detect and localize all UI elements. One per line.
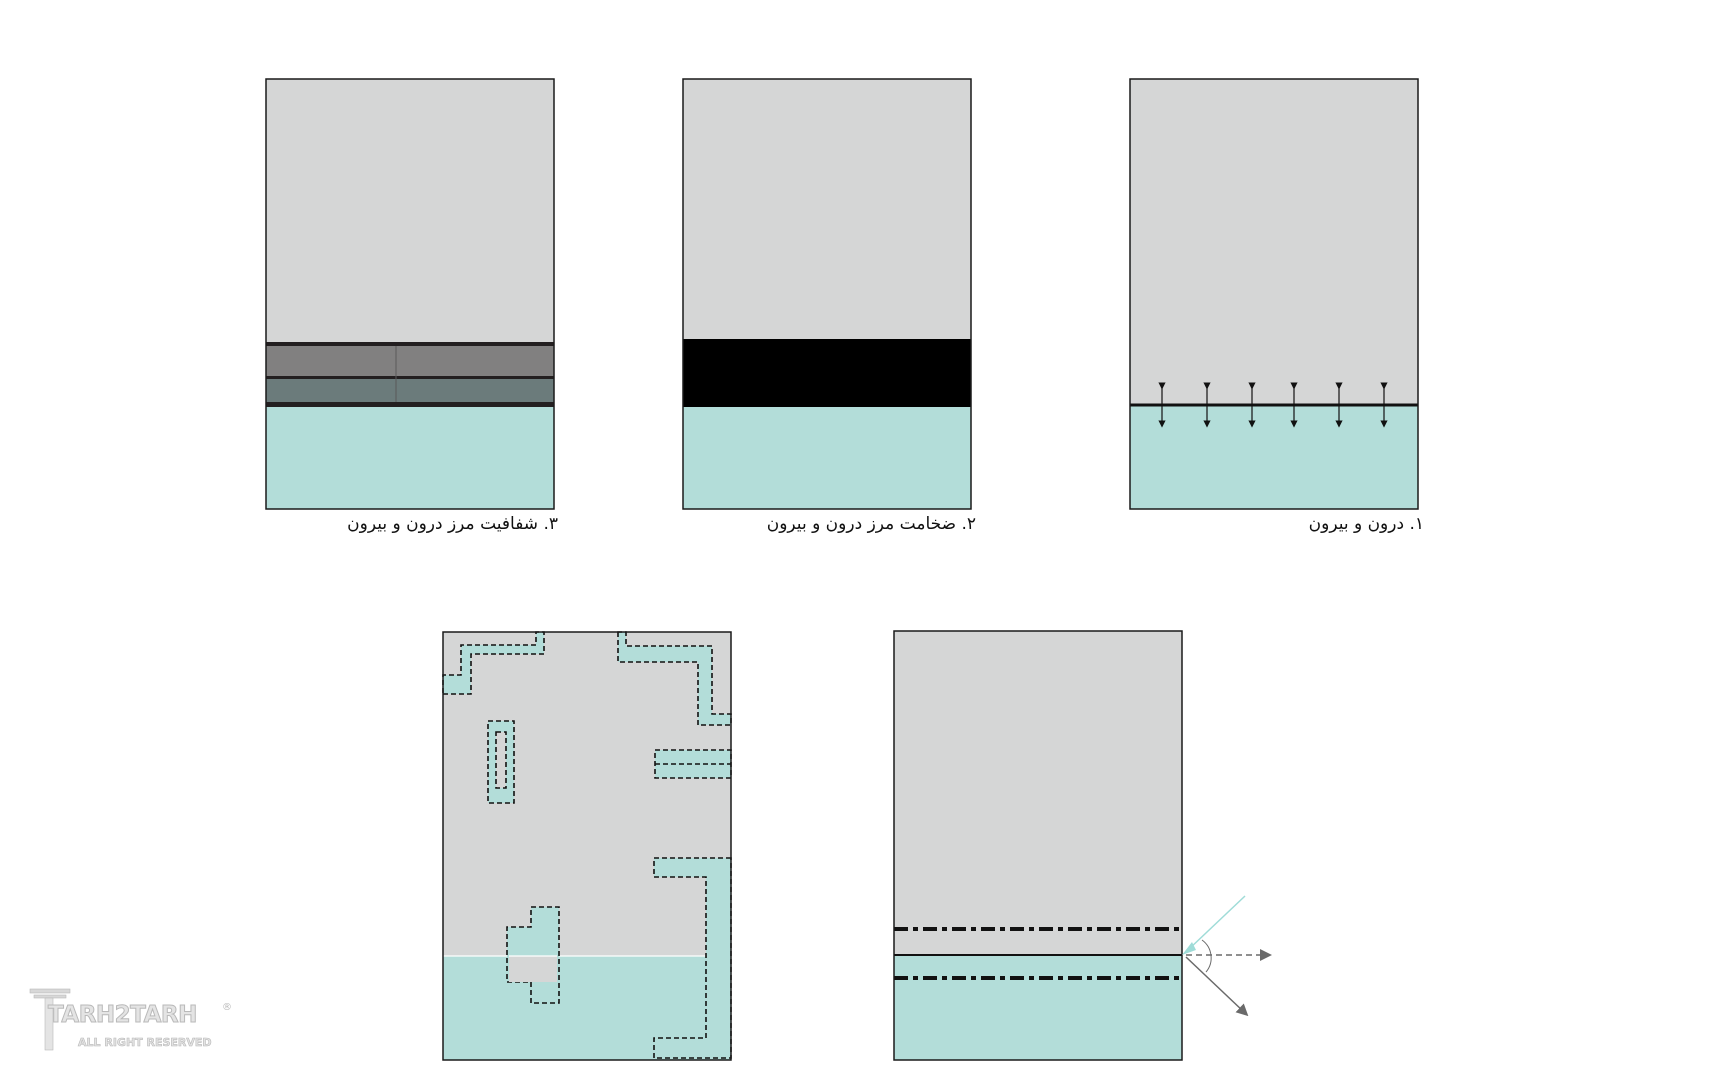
logo-subtext: ALL RIGHT RESERVED xyxy=(78,1036,212,1050)
registered-mark: ® xyxy=(222,1002,232,1013)
panel-1 xyxy=(1129,78,1419,510)
panel-4 xyxy=(442,631,732,1061)
dashed-court-right xyxy=(653,857,732,1059)
thick-wall xyxy=(683,339,971,407)
caption-panel-3: ۳. شفافیت مرز درون و بیرون xyxy=(347,514,558,534)
tarh2tarh-logo-icon xyxy=(29,988,71,1051)
panel-3 xyxy=(265,78,555,510)
glazing-band-2 xyxy=(266,379,554,402)
panel-2 xyxy=(682,78,972,510)
caption-panel-2: ۲. ضخامت مرز درون و بیرون xyxy=(766,514,976,534)
panel-5 xyxy=(893,630,1272,1061)
reflection-arrows xyxy=(1182,895,1272,1017)
glazing-band-1 xyxy=(266,346,554,376)
exchange-arrows xyxy=(1158,382,1388,428)
logo-text: TARH2TARH xyxy=(48,1002,198,1029)
caption-panel-1: ۱. درون و بیرون xyxy=(1308,514,1424,534)
